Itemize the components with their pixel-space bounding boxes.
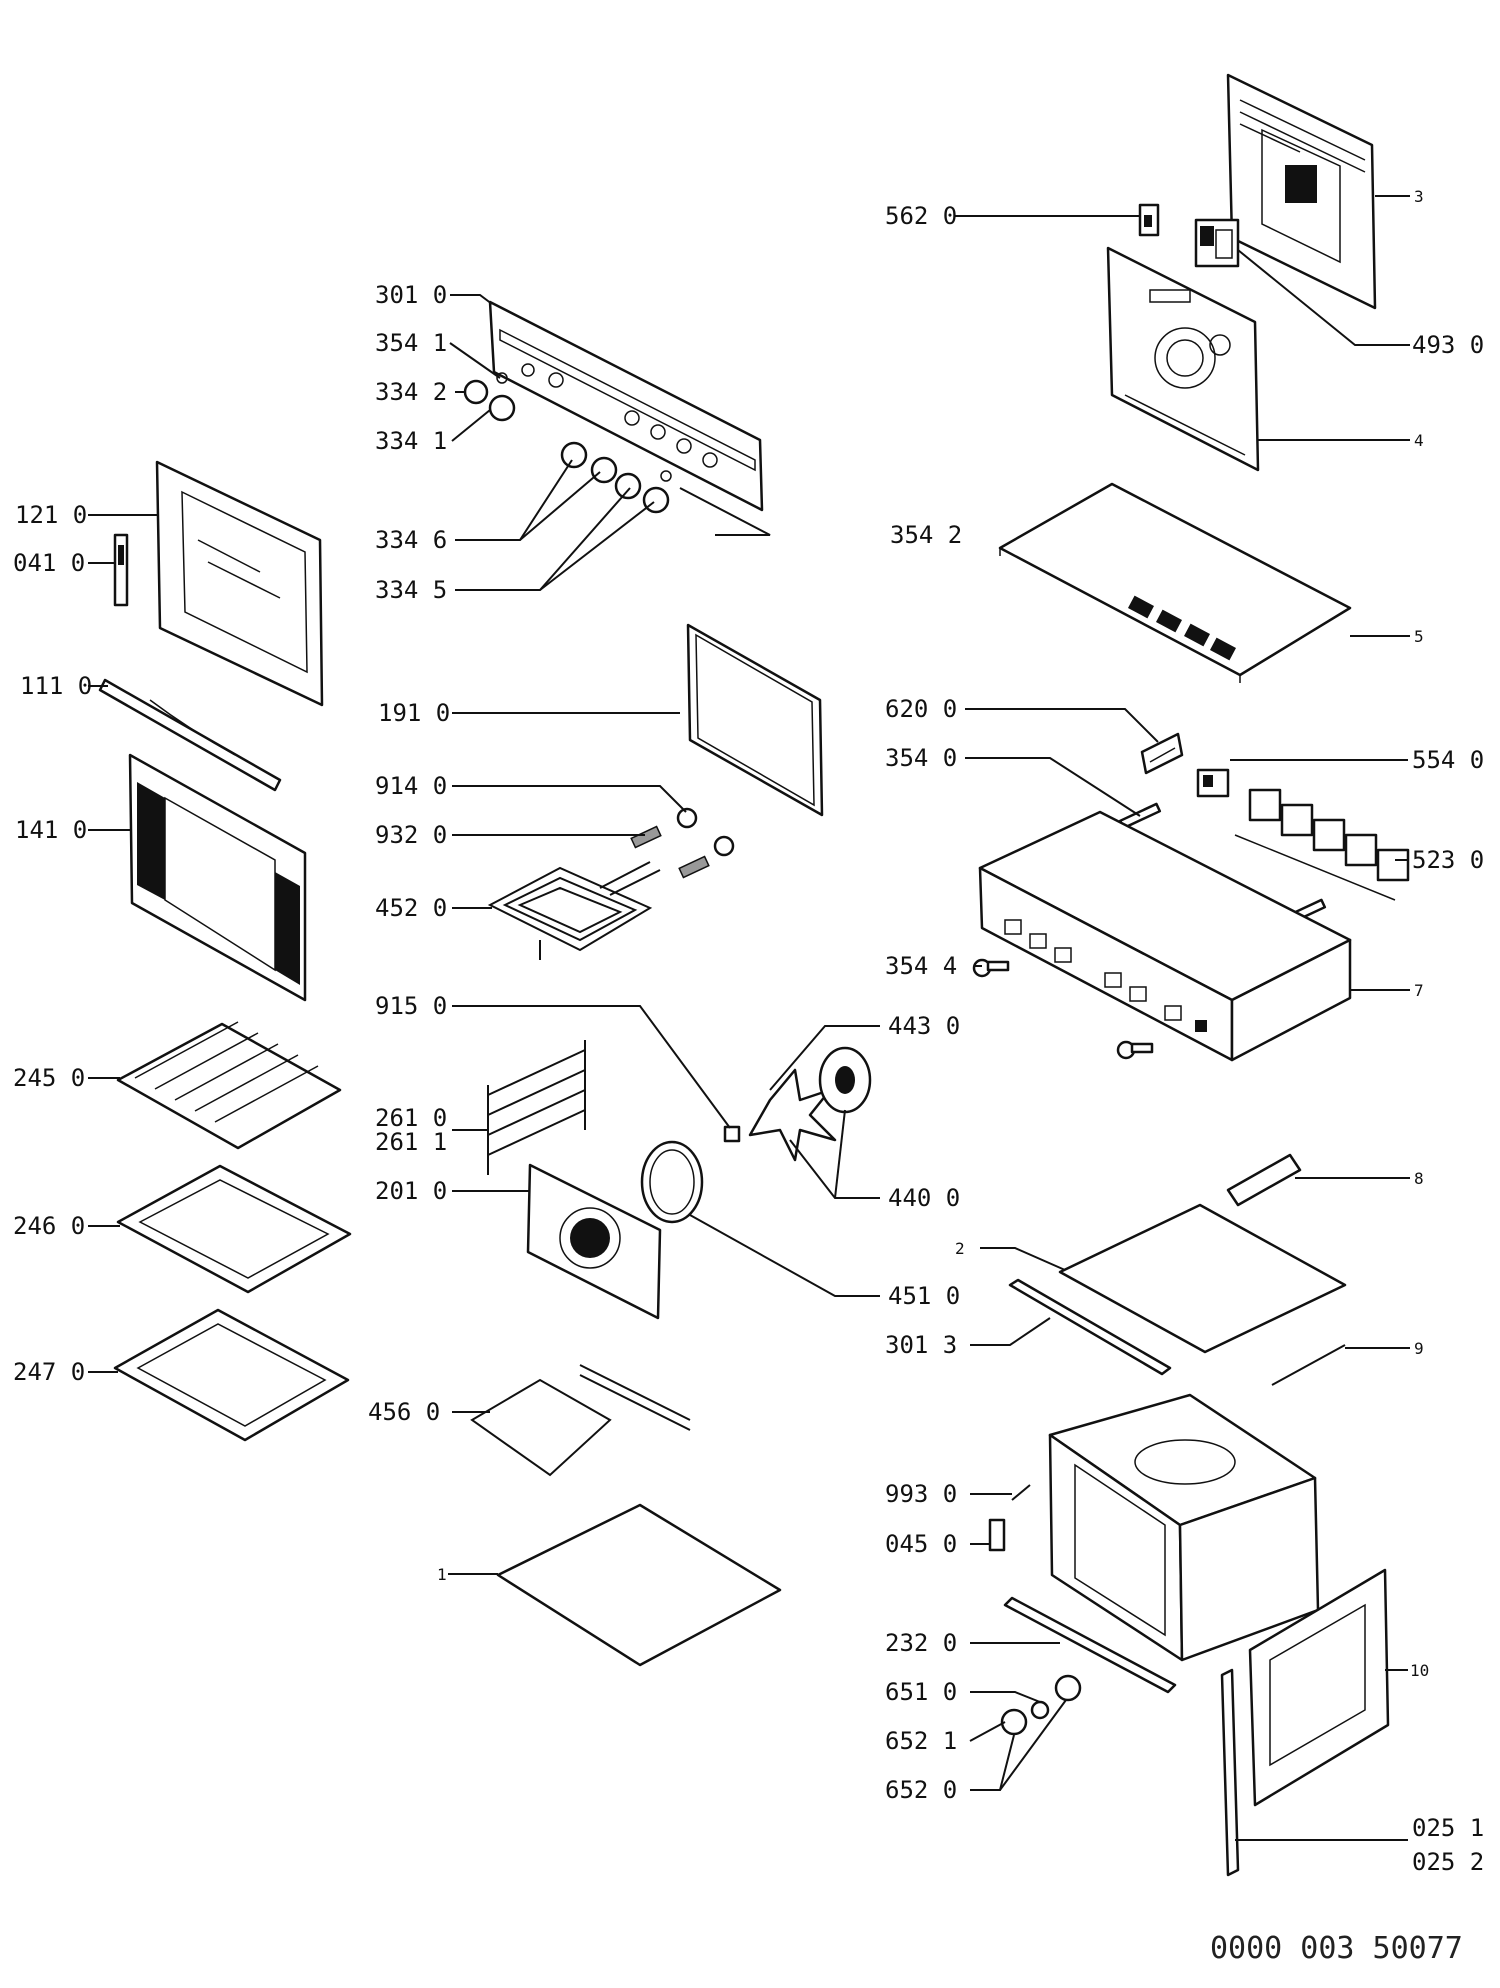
label-354-0: 354 0 (885, 744, 957, 772)
label-247-0: 247 0 (13, 1358, 85, 1386)
label-334-6: 334 6 (375, 526, 447, 554)
label-301-0: 301 0 (375, 281, 447, 309)
label-562-0: 562 0 (885, 202, 957, 230)
part-control-panel (488, 300, 764, 512)
label-440-0: 440 0 (888, 1184, 960, 1212)
label-245-0: 245 0 (13, 1064, 85, 1092)
part-baking-tray (116, 1164, 352, 1294)
label-993-0: 993 0 (885, 1480, 957, 1508)
part-knobs (463, 372, 672, 514)
label-9: 9 (1414, 1339, 1424, 1358)
label-045-0: 045 0 (885, 1530, 957, 1558)
label-5: 5 (1414, 627, 1424, 646)
label-334-2: 334 2 (375, 378, 447, 406)
label-261-0: 261 0 (375, 1104, 447, 1132)
part-fan-motor (748, 1046, 872, 1162)
part-side-panel (1248, 1568, 1390, 1807)
label-652-0: 652 0 (885, 1776, 957, 1804)
label-10: 10 (1410, 1661, 1429, 1680)
label-354-2: 354 2 (890, 521, 962, 549)
label-2: 2 (955, 1239, 965, 1258)
part-354-4-shaft (972, 958, 1154, 1060)
label-191-0: 191 0 (378, 699, 450, 727)
label-141-0: 141 0 (15, 816, 87, 844)
part-562-clip (1138, 203, 1160, 237)
part-wire-shelf (116, 1021, 342, 1150)
label-354-1: 354 1 (375, 329, 447, 357)
part-fan-cover (526, 1163, 662, 1320)
label-4: 4 (1414, 431, 1424, 450)
part-deep-tray (113, 1308, 350, 1442)
part-lamp (1000, 1674, 1082, 1736)
part-screw-lamp (988, 1484, 1031, 1552)
part-side-plate (1058, 1203, 1347, 1354)
part-control-tray (978, 810, 1352, 1062)
label-456-0: 456 0 (368, 1398, 440, 1426)
part-grill-element (487, 861, 661, 960)
label-246-0: 246 0 (13, 1212, 85, 1240)
part-bracket-8 (1226, 1153, 1302, 1207)
part-hinge (113, 533, 129, 607)
label-451-0: 451 0 (888, 1282, 960, 1310)
part-labels: 562 0 3 301 0 354 1 334 2 493 0 334 1 4 … (13, 187, 1484, 1966)
part-top-cover (998, 482, 1352, 683)
label-201-0: 201 0 (375, 1177, 447, 1205)
label-025-2: 025 2 (1412, 1848, 1484, 1876)
label-041-0: 041 0 (13, 549, 85, 577)
label-354-4: 354 4 (885, 952, 957, 980)
part-rod-9 (1271, 1344, 1346, 1386)
part-side-strip (1220, 1668, 1240, 1877)
label-334-1: 334 1 (375, 427, 447, 455)
label-620-0: 620 0 (885, 695, 957, 723)
leader-lines (88, 195, 1410, 1841)
part-oven-cavity (1048, 1393, 1320, 1662)
label-232-0: 232 0 (885, 1629, 957, 1657)
label-025-1: 025 1 (1412, 1814, 1484, 1842)
part-door-frame (155, 460, 324, 707)
part-fan-ring (640, 1140, 704, 1224)
part-strip-301-3 (1008, 1278, 1172, 1376)
part-620-connector (1140, 732, 1184, 775)
part-switch-bank (1234, 788, 1410, 901)
label-915-0: 915 0 (375, 992, 447, 1020)
part-rear-panel (1226, 73, 1377, 310)
part-outer-door (128, 753, 307, 1002)
label-334-5: 334 5 (375, 576, 447, 604)
label-7: 7 (1414, 981, 1424, 1000)
label-443-0: 443 0 (888, 1012, 960, 1040)
label-1: 1 (437, 1565, 447, 1584)
part-heater-fittings (630, 807, 735, 879)
part-lower-element (470, 1364, 691, 1477)
label-914-0: 914 0 (375, 772, 447, 800)
label-8: 8 (1414, 1169, 1424, 1188)
part-rail-232 (1003, 1596, 1177, 1694)
label-932-0: 932 0 (375, 821, 447, 849)
part-554-switch (1196, 768, 1230, 798)
part-handle (98, 678, 282, 792)
part-493-relay (1194, 218, 1240, 268)
label-652-1: 652 1 (885, 1727, 957, 1755)
label-261-1: 261 1 (375, 1128, 447, 1156)
part-gasket (686, 623, 824, 817)
part-bottom-plate (496, 1503, 782, 1667)
label-493-0: 493 0 (1412, 331, 1484, 359)
part-side-rails (487, 1040, 586, 1175)
label-523-0: 523 0 (1412, 846, 1484, 874)
label-121-0: 121 0 (15, 501, 87, 529)
label-554-0: 554 0 (1412, 746, 1484, 774)
label-651-0: 651 0 (885, 1678, 957, 1706)
part-back-plate (1106, 246, 1260, 472)
label-452-0: 452 0 (375, 894, 447, 922)
label-111-0: 111 0 (20, 672, 92, 700)
label-301-3: 301 3 (885, 1331, 957, 1359)
part-nut (723, 1125, 741, 1143)
document-number: 0000 003 50077 (1210, 1931, 1463, 1966)
label-3: 3 (1414, 187, 1424, 206)
